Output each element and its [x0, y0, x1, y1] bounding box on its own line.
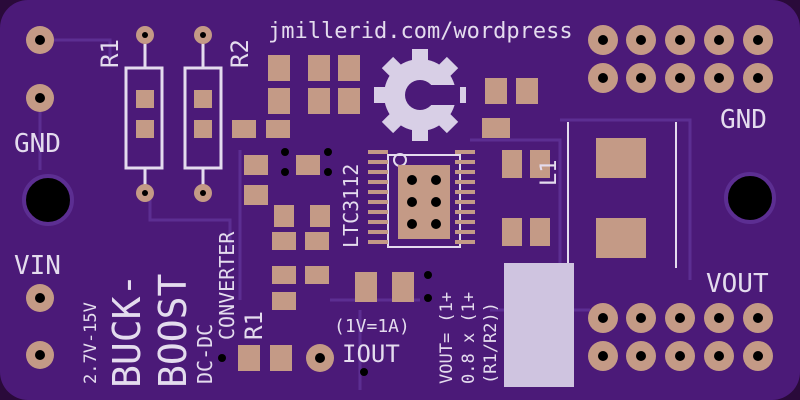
gnd-right-label: GND [720, 105, 767, 135]
l1-label: L1 [537, 160, 562, 187]
resistor-r1 [124, 26, 164, 202]
url-label: jmillerid.com/wordpress [268, 19, 573, 44]
r1-top-label: R1 [96, 39, 124, 68]
boost-label: BOOST [151, 274, 195, 388]
iout-label: IOUT [342, 340, 400, 368]
open-hardware-logo-icon [374, 49, 466, 141]
ltc3112-chip [368, 150, 475, 248]
iout-scale-label: (1V=1A) [334, 316, 410, 337]
vin-range-label: 2.7V-15V [81, 302, 101, 384]
converter-label: CONVERTER [215, 231, 239, 340]
r1-bottom-label: R1 [240, 311, 268, 340]
formula-line-2: 0.8 x (1+ [459, 292, 479, 384]
left-top-pads [26, 26, 54, 112]
vout-header-pads [588, 303, 773, 371]
vin-label: VIN [14, 251, 61, 281]
iout-pad [306, 344, 334, 372]
vias [218, 148, 432, 376]
vout-label: VOUT [706, 269, 769, 299]
chip-label: LTC3112 [339, 164, 363, 248]
resistor-r2 [183, 26, 223, 202]
mounting-hole-right [724, 172, 776, 224]
mounting-hole-left [22, 174, 74, 226]
gnd-left-label: GND [14, 129, 61, 159]
formula-line-3: (R1/R2)) [481, 302, 501, 384]
vin-pads [26, 284, 54, 369]
dcdc-label: DC-DC [193, 324, 217, 384]
silkscreen-label-box [504, 263, 574, 387]
r2-top-label: R2 [226, 39, 254, 68]
right-top-header-pads [588, 25, 773, 93]
smd-pads-upper [232, 55, 550, 371]
formula-line-1: VOUT= (1+ [437, 292, 457, 384]
buck-label: BUCK- [105, 274, 149, 388]
inductor-l1 [567, 122, 677, 268]
